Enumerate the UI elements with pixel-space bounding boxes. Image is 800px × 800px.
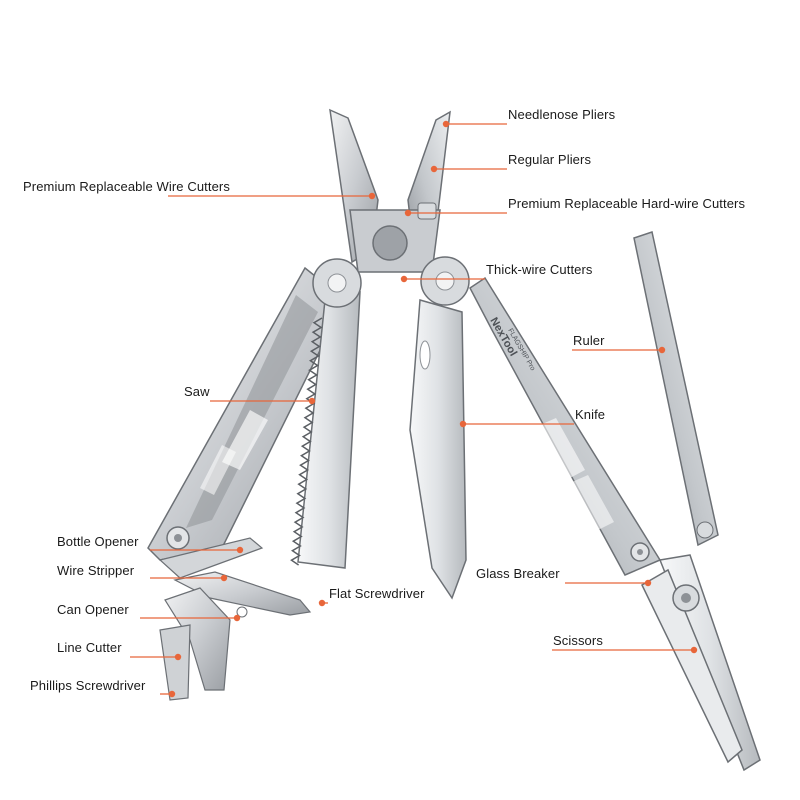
label-regular-pliers: Regular Pliers — [508, 152, 592, 167]
label-can-opener: Can Opener — [57, 602, 129, 617]
label-premium-replaceable-wire-cutters: Premium Replaceable Wire Cutters — [23, 179, 230, 194]
knife-blade — [409, 299, 467, 600]
label-saw: Saw — [184, 384, 210, 399]
label-thick-wire-cutters: Thick-wire Cutters — [486, 262, 593, 277]
label-line-cutter: Line Cutter — [57, 640, 122, 655]
anchor-dot-knife — [459, 420, 467, 428]
label-scissors: Scissors — [553, 633, 603, 648]
label-ruler: Ruler — [573, 333, 605, 348]
anchor-dot-line-cutter — [174, 653, 182, 661]
anchor-dot-saw — [308, 397, 316, 405]
right-handle: NexTool FLAGSHIP Pro — [469, 276, 662, 576]
anchor-dot-bottle-opener — [236, 546, 244, 554]
ruler-arm — [633, 231, 719, 547]
label-glass-breaker: Glass Breaker — [476, 566, 560, 581]
label-needlenose-pliers: Needlenose Pliers — [508, 107, 616, 122]
anchor-dot-ruler — [658, 346, 666, 354]
anchor-dot-thick-wire-cutters — [400, 275, 408, 283]
plier-jaws — [312, 108, 470, 308]
label-bottle-opener: Bottle Opener — [57, 534, 139, 549]
anchor-dot-wire-stripper — [220, 574, 228, 582]
anchor-dot-needlenose-pliers — [442, 120, 450, 128]
anchor-dot-premium-replaceable-wire-cutters — [368, 192, 376, 200]
scissors-blades — [641, 554, 761, 772]
anchor-dot-premium-replaceable-hard-wire-cutters — [404, 209, 412, 217]
left-handle — [147, 266, 346, 561]
bottom-tools — [158, 537, 312, 701]
label-flat-screwdriver: Flat Screwdriver — [329, 586, 425, 601]
label-phillips-screwdriver: Phillips Screwdriver — [30, 678, 146, 693]
anchor-dot-regular-pliers — [430, 165, 438, 173]
label-wire-stripper: Wire Stripper — [57, 563, 135, 578]
callout-leaders — [130, 120, 698, 698]
label-knife: Knife — [575, 407, 606, 422]
anchor-dot-scissors — [690, 646, 698, 654]
anchor-dot-glass-breaker — [644, 579, 652, 587]
label-premium-replaceable-hard-wire-cutters: Premium Replaceable Hard-wire Cutters — [508, 196, 746, 211]
anchor-dot-can-opener — [233, 614, 241, 622]
anchor-dot-phillips-screwdriver — [168, 690, 176, 698]
anchor-dot-flat-screwdriver — [318, 599, 326, 607]
